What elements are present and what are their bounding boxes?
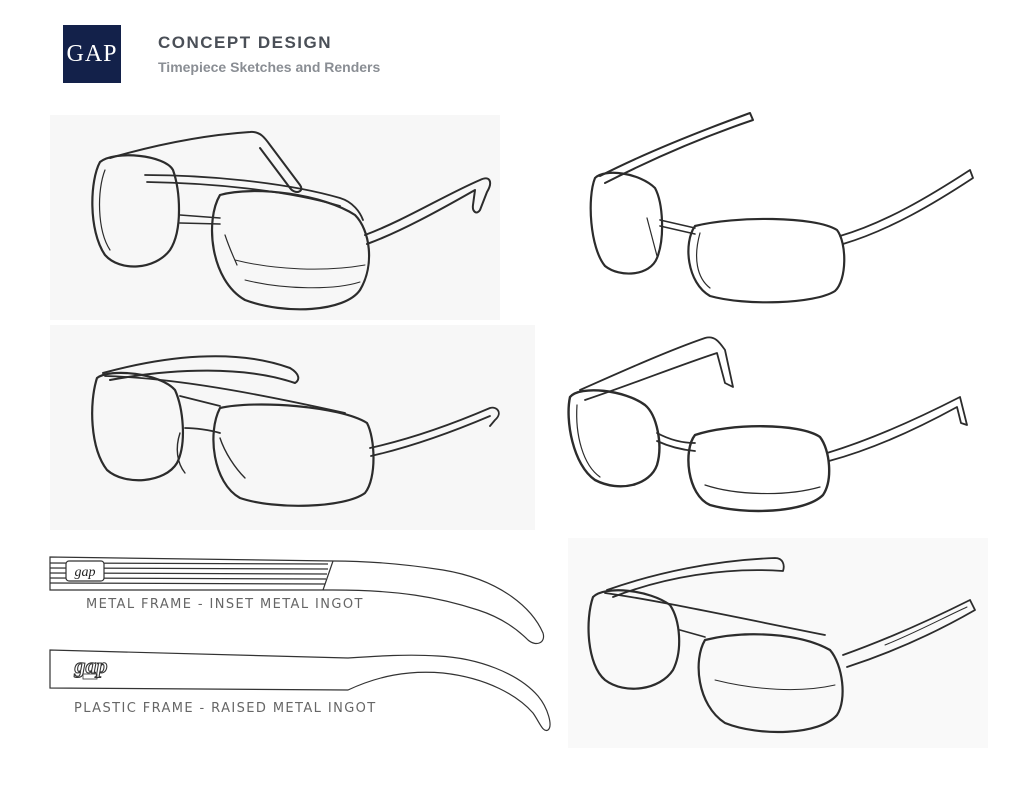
- sketch-rounded-middle-right: [565, 335, 980, 520]
- metal-frame-label: METAL FRAME - INSET METAL INGOT: [86, 597, 364, 612]
- sketch-panel-right-bottom: [568, 538, 988, 748]
- sketch-aviator-bottom-right: [585, 555, 980, 740]
- plastic-frame-temple-drawing: gap: [48, 648, 553, 736]
- page-subtitle: Timepiece Sketches and Renders: [158, 59, 381, 75]
- metal-ingot-logo: gap: [75, 565, 96, 580]
- gap-logo: GAP: [63, 25, 121, 83]
- sketch-navigator-middle-left: [85, 348, 510, 513]
- sketch-panel-left-middle: [50, 325, 535, 530]
- sketch-aviator-top-left: [85, 120, 495, 315]
- plastic-ingot-logo: gap: [74, 653, 108, 678]
- metal-frame-temple-drawing: gap: [48, 555, 548, 647]
- logo-text: GAP: [66, 40, 118, 67]
- plastic-frame-label: PLASTIC FRAME - RAISED METAL INGOT: [74, 701, 377, 716]
- sketch-rectangular-top-right: [585, 108, 980, 308]
- page-title: CONCEPT DESIGN: [158, 33, 333, 52]
